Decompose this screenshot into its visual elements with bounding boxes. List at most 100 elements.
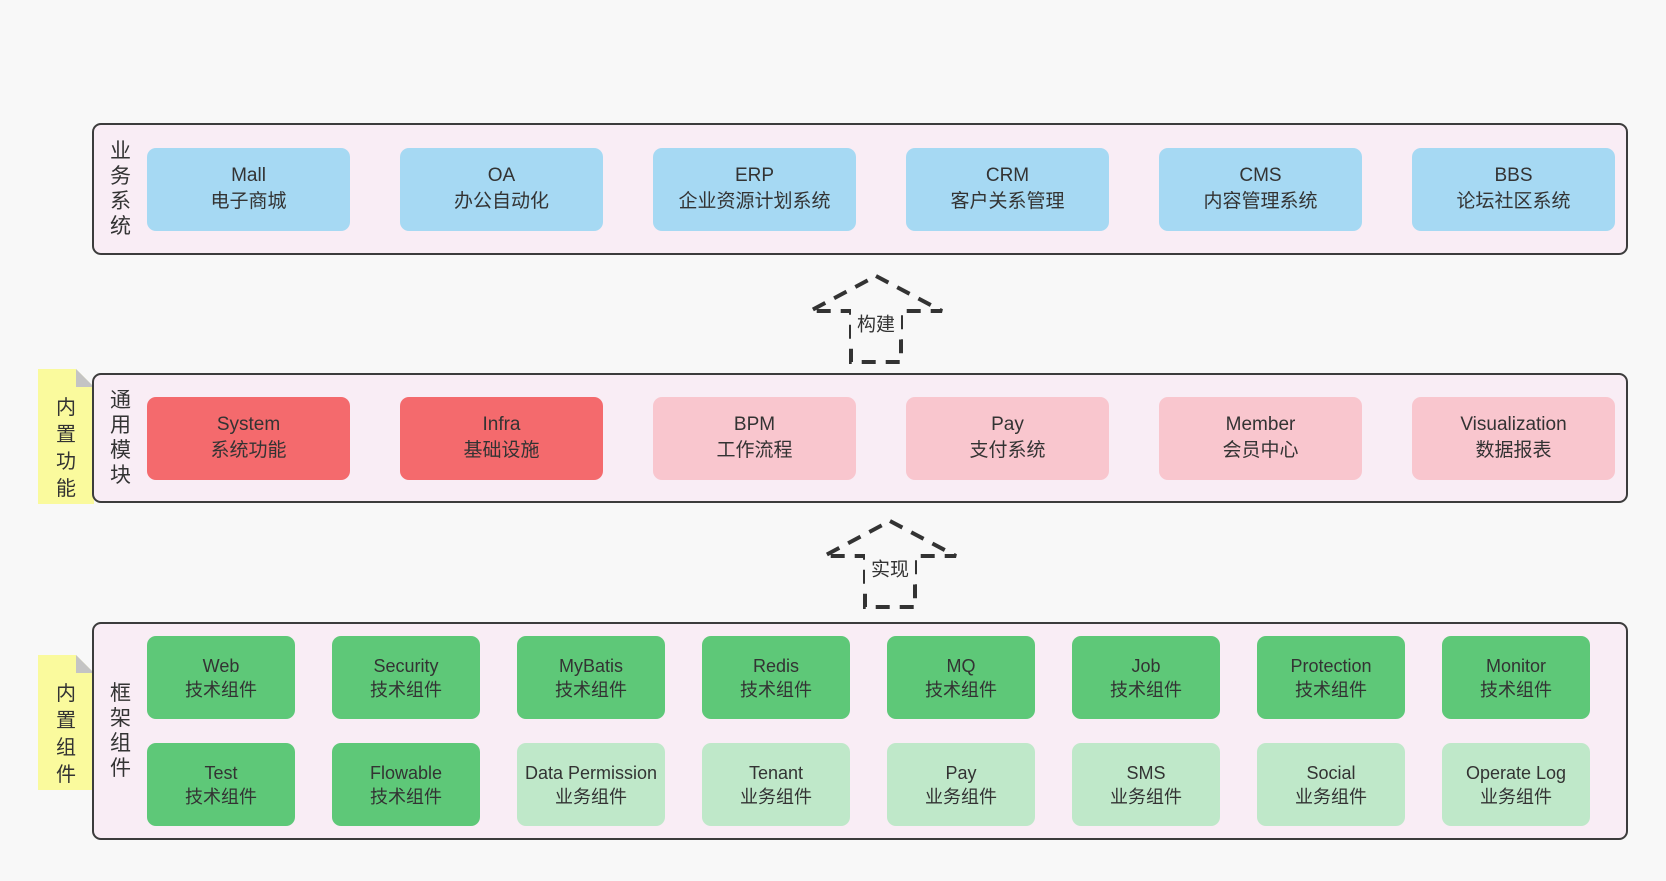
- box-title: Redis: [752, 655, 800, 676]
- box-subtitle: 办公自动化: [453, 191, 549, 212]
- module-box: SMS 业务组件: [1072, 743, 1220, 826]
- box-subtitle: 技术组件: [1480, 679, 1552, 700]
- box-title: Infra: [482, 414, 521, 435]
- box-subtitle: 电子商城: [210, 191, 287, 212]
- module-box: OA 办公自动化: [400, 147, 603, 231]
- box-subtitle: 基础设施: [463, 440, 540, 461]
- module-box: CMS 内容管理系统: [1159, 147, 1362, 231]
- common-modules-box-row: System 系统功能 Infra 基础设施 BPM 工作流程 Pay 支付系统 Member 会…: [147, 375, 1615, 501]
- box-title: CMS: [1239, 165, 1282, 186]
- box-title: Social: [1306, 762, 1356, 783]
- box-subtitle: 业务组件: [740, 786, 812, 807]
- box-title: OA: [487, 165, 516, 186]
- box-subtitle: 业务组件: [925, 786, 997, 807]
- implement-arrow-label: 实现: [864, 551, 916, 585]
- module-box: Social 业务组件: [1257, 743, 1405, 826]
- box-title: Member: [1225, 414, 1296, 435]
- box-subtitle: 技术组件: [370, 786, 442, 807]
- box-subtitle: 技术组件: [185, 786, 257, 807]
- module-box: Member 会员中心: [1159, 396, 1362, 480]
- sticky-note-label: 内置组件: [56, 683, 76, 786]
- box-title: Flowable: [369, 762, 443, 783]
- box-title: CRM: [985, 165, 1030, 186]
- box-subtitle: 客户关系管理: [950, 191, 1065, 212]
- business-systems-box-row: Mall 电子商城 OA 办公自动化 ERP 企业资源计划系统 CRM 客户关系管理 CMS 内容…: [147, 125, 1615, 253]
- box-title: Operate Log: [1465, 762, 1567, 783]
- build-arrow: 构建: [806, 273, 946, 365]
- common-modules-panel: 通用模块 System 系统功能 Infra 基础设施 BPM 工作流程 Pay 支付系统 Me…: [92, 373, 1628, 503]
- box-subtitle: 技术组件: [925, 679, 997, 700]
- build-arrow-label: 构建: [850, 306, 902, 340]
- box-title: ERP: [734, 165, 775, 186]
- box-title: Data Permission: [524, 762, 658, 783]
- business-systems-panel: 业务系统 Mall 电子商城 OA 办公自动化 ERP 企业资源计划系统 CRM 客户关系管理…: [92, 123, 1628, 255]
- module-box: Web 技术组件: [147, 636, 295, 719]
- panel-label-framework-components: 框架组件: [110, 682, 131, 780]
- dashed-up-arrow-icon: [809, 273, 943, 364]
- box-title: BPM: [733, 414, 776, 435]
- module-box: BBS 论坛社区系统: [1412, 147, 1615, 231]
- module-box: Mall 电子商城: [147, 147, 350, 231]
- module-box: MyBatis 技术组件: [517, 636, 665, 719]
- box-title: Mall: [231, 165, 266, 186]
- module-box: BPM 工作流程: [653, 396, 856, 480]
- box-subtitle: 内容管理系统: [1203, 191, 1318, 212]
- box-subtitle: 数据报表: [1475, 440, 1552, 461]
- box-title: MyBatis: [558, 655, 623, 676]
- box-title: Pay: [991, 414, 1024, 435]
- box-subtitle: 支付系统: [969, 440, 1046, 461]
- box-title: Test: [204, 762, 238, 783]
- sticky-note-label: 内置功能: [56, 397, 76, 500]
- panel-label-common-modules: 通用模块: [110, 389, 131, 487]
- box-subtitle: 论坛社区系统: [1456, 191, 1571, 212]
- box-title: System: [216, 414, 281, 435]
- box-title: Job: [1131, 655, 1161, 676]
- box-subtitle: 技术组件: [1295, 679, 1367, 700]
- box-title: Monitor: [1485, 655, 1547, 676]
- module-box: Flowable 技术组件: [332, 743, 480, 826]
- module-box: Infra 基础设施: [400, 396, 603, 480]
- box-subtitle: 业务组件: [1110, 786, 1182, 807]
- box-subtitle: 会员中心: [1222, 440, 1299, 461]
- box-subtitle: 业务组件: [1295, 786, 1367, 807]
- box-title: Web: [202, 655, 240, 676]
- module-box: Pay 支付系统: [906, 396, 1109, 480]
- module-box: Tenant 业务组件: [702, 743, 850, 826]
- module-box: System 系统功能: [147, 396, 350, 480]
- module-box: Security 技术组件: [332, 636, 480, 719]
- box-title: Protection: [1290, 655, 1372, 676]
- sticky-note-built-in-features: 内置功能: [38, 369, 94, 504]
- module-box: CRM 客户关系管理: [906, 147, 1109, 231]
- box-title: Security: [373, 655, 439, 676]
- module-box: ERP 企业资源计划系统: [653, 147, 856, 231]
- box-title: Pay: [945, 762, 977, 783]
- module-box: Data Permission 业务组件: [517, 743, 665, 826]
- box-subtitle: 工作流程: [716, 440, 793, 461]
- module-box: Job 技术组件: [1072, 636, 1220, 719]
- box-title: BBS: [1494, 165, 1533, 186]
- box-title: SMS: [1126, 762, 1166, 783]
- box-subtitle: 技术组件: [370, 679, 442, 700]
- box-subtitle: 企业资源计划系统: [678, 191, 831, 212]
- module-box: Protection 技术组件: [1257, 636, 1405, 719]
- module-box: Pay 业务组件: [887, 743, 1035, 826]
- box-subtitle: 技术组件: [740, 679, 812, 700]
- box-subtitle: 业务组件: [1480, 786, 1552, 807]
- module-box: Visualization 数据报表: [1412, 396, 1615, 480]
- module-box: Test 技术组件: [147, 743, 295, 826]
- box-title: MQ: [946, 655, 976, 676]
- panel-label-business-systems: 业务系统: [110, 140, 131, 238]
- box-title: Tenant: [748, 762, 804, 783]
- implement-arrow: 实现: [820, 518, 960, 610]
- box-title: Visualization: [1460, 414, 1567, 435]
- box-subtitle: 系统功能: [210, 440, 287, 461]
- box-subtitle: 业务组件: [555, 786, 627, 807]
- box-subtitle: 技术组件: [185, 679, 257, 700]
- module-box: Redis 技术组件: [702, 636, 850, 719]
- sticky-note-built-in-components: 内置组件: [38, 655, 94, 790]
- box-subtitle: 技术组件: [555, 679, 627, 700]
- module-box: Monitor 技术组件: [1442, 636, 1590, 719]
- box-subtitle: 技术组件: [1110, 679, 1182, 700]
